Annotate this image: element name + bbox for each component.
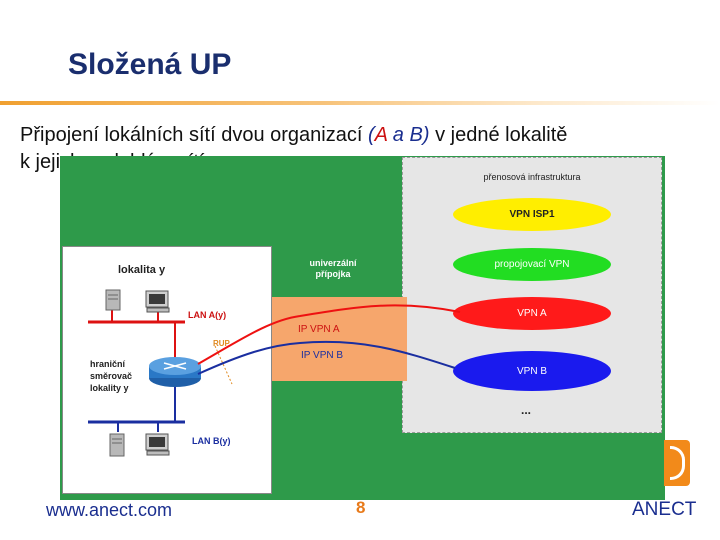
subtitle-and: a [387,124,410,146]
pc-a-icon [145,290,170,313]
subtitle-text-1: Připojení lokálních sítí dvou organizací [20,124,368,146]
rup-label: RUP [213,339,230,348]
vpn-a-path [197,304,461,365]
ip-vpn-b-label: IP VPN B [301,350,344,361]
footer-url: www.anect.com [46,500,173,520]
server-a-icon [105,289,121,311]
lan-a-label: LAN A(y) [188,310,227,320]
ip-vpn-a-label: IP VPN A [298,324,340,335]
slide-title: Složená UP [68,48,232,81]
subtitle-org-a: A [374,124,388,146]
subtitle-paren-close: ) [422,124,430,146]
universal-link-label: univerzální přípojka [309,258,357,279]
anect-logo: ANECT [632,499,697,520]
transport-label: přenosová infrastruktura [483,172,581,182]
subtitle-org-b: B [409,124,423,146]
page-number: 8 [356,498,366,517]
pc-b-icon [145,433,170,456]
router-label: hraniční směrovač lokality y [90,359,133,393]
brand-corner-graphic [664,440,690,486]
rup-boundary [214,345,233,385]
lan-b-label: LAN B(y) [192,436,231,446]
transport-infrastructure-box: přenosová infrastruktura VPN ISP1 propoj… [402,157,662,433]
vpn-b-path [197,340,456,375]
server-b-icon [109,433,125,457]
site-label: lokalita y [118,264,166,276]
interconnect-vpn-ellipse: propojovací VPN [453,248,611,281]
subtitle-paren-open: ( [367,124,375,146]
vpn-a-ellipse: VPN A [453,297,611,330]
title-underline [0,101,720,105]
subtitle-text-2: v jedné lokalitě [429,124,568,146]
vpn-isp1-ellipse: VPN ISP1 [453,198,611,231]
router-icon [149,357,201,387]
vpn-b-ellipse: VPN B [453,351,611,391]
more-vpns-ellipsis: ... [521,403,532,417]
